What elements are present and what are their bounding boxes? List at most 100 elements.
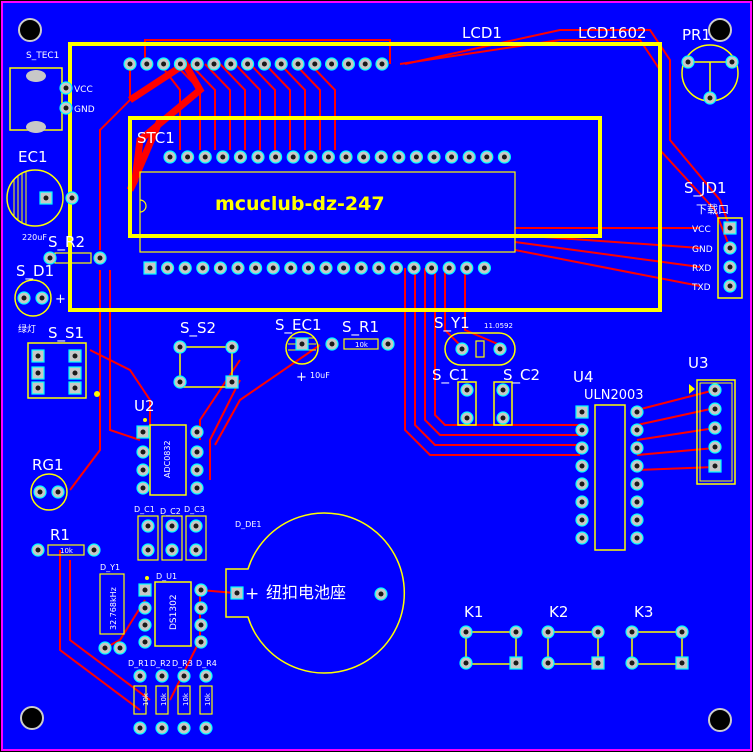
u4-pin-pad [630, 477, 644, 491]
stc-pin-pad [425, 261, 439, 275]
k3-label: K3 [634, 603, 653, 621]
d-r2-value: 10k [160, 692, 168, 706]
gnd-pin-label: GND [692, 245, 713, 255]
k2-label: K2 [549, 603, 568, 621]
rxd-pin-label: RXD [692, 264, 711, 274]
stc-pin-pad [339, 150, 353, 164]
stc-pin-pad [372, 261, 386, 275]
u4-pin-pad [630, 441, 644, 455]
stc-pin-pad [337, 261, 351, 275]
u4-pin-pad [575, 531, 589, 545]
u4-pin-pad [630, 459, 644, 473]
pr1-pad [725, 55, 739, 69]
stc-pin-pad [249, 261, 263, 275]
d-r2-label: D_R2 [150, 659, 171, 668]
s-jd1-outline [717, 217, 743, 299]
stc-pin-pad [196, 261, 210, 275]
stc-pin-pad [357, 150, 371, 164]
s-d1-label: S_D1 [16, 262, 54, 281]
ds1302-label: DS1302 [169, 594, 179, 630]
lcd-pin-pad [173, 57, 187, 71]
stc-pin-pad [497, 150, 511, 164]
u4-body [594, 404, 626, 551]
lcd-pin-pad [190, 57, 204, 71]
s-y1-note: 11.0592 [484, 322, 513, 330]
d-c3-label: D_C3 [184, 505, 205, 514]
gnd-label: GND [74, 105, 95, 115]
svg-text:+: + [296, 370, 307, 385]
lcd1602-label: LCD1602 [578, 24, 647, 42]
lcd-pin-pad [291, 57, 305, 71]
s-s2-outline [179, 346, 233, 388]
d-resistor-pad [133, 721, 147, 735]
s-r1-label: S_R1 [342, 318, 379, 337]
d-resistor-pad [133, 669, 147, 683]
s-y1-label: S_Y1 [434, 314, 470, 333]
adc0832-label: ADC0832 [163, 440, 172, 478]
d-resistor-body [155, 685, 169, 715]
lcd-pin-pad [224, 57, 238, 71]
stc-pin-pad [319, 261, 333, 275]
u2-label: U2 [134, 397, 155, 415]
stc-pin-pad [161, 261, 175, 275]
d-y1-label: D_Y1 [100, 563, 120, 572]
stc-pin-pad [477, 261, 491, 275]
d-resistor-body [133, 685, 147, 715]
stc-pin-pad [480, 150, 494, 164]
txd-pin-label: TXD [691, 283, 711, 293]
u4-pin-pad [575, 423, 589, 437]
stc-pin-pad [198, 150, 212, 164]
u4-pin-pad [575, 495, 589, 509]
xtal-label: 32.768kHz [109, 587, 118, 630]
svg-text:+: + [55, 292, 66, 307]
stc-pin-pad [181, 150, 195, 164]
lcd-pin-pad [308, 57, 322, 71]
u4-pin-pad [630, 423, 644, 437]
d-resistor-pad [177, 669, 191, 683]
stc-pin-pad [460, 261, 474, 275]
s-r2-label: S_R2 [48, 233, 85, 252]
stc-pin-pad [233, 150, 247, 164]
u4-pin-pad [575, 477, 589, 491]
d-r3-label: D_R3 [172, 659, 193, 668]
k3-switch [625, 625, 689, 670]
mounting-holes [18, 18, 732, 732]
lcd-pin-pad [123, 57, 137, 71]
vcc-pin-label: VCC [692, 225, 711, 235]
lcd-pin-pad [375, 57, 389, 71]
battery-label: 纽扣电池座 [266, 583, 346, 602]
lcd-pin-pad [157, 57, 171, 71]
ec1-label: EC1 [18, 148, 48, 166]
ec1-value: 220uF [22, 233, 47, 242]
stc-pin-pad [409, 150, 423, 164]
lcd-pin-pad [207, 57, 221, 71]
stc-pin-pad [216, 150, 230, 164]
stc-pin-pad [163, 150, 177, 164]
s-ec1-outline [285, 331, 319, 365]
s-ec1-value: 10uF [310, 371, 330, 380]
k1-switch [459, 625, 523, 670]
u4-pin-pad [630, 405, 644, 419]
lcd-pin-pad [358, 57, 372, 71]
u4-pin-pad [575, 513, 589, 527]
stc-pin-pad [392, 150, 406, 164]
svg-text:+: + [245, 584, 259, 604]
u3-label: U3 [688, 354, 709, 372]
lcd-pin-pad [341, 57, 355, 71]
s-d1-outline [14, 279, 52, 317]
stc-pin-pad [442, 261, 456, 275]
d-r1-value: 10k [142, 692, 150, 706]
u4-label: U4 [573, 368, 594, 386]
s-s1-label: S_S1 [48, 324, 84, 343]
stc-pin-pad [354, 261, 368, 275]
pr1-pad [681, 55, 695, 69]
s-c2-body [493, 381, 513, 426]
stc-pin-pad [266, 261, 280, 275]
s-jd1-label: S_JD1 [684, 179, 727, 198]
stc-pin-pad [269, 150, 283, 164]
d-c2-body [161, 515, 183, 561]
u4-pin-pad [575, 459, 589, 473]
stc-pin-pad [178, 261, 192, 275]
